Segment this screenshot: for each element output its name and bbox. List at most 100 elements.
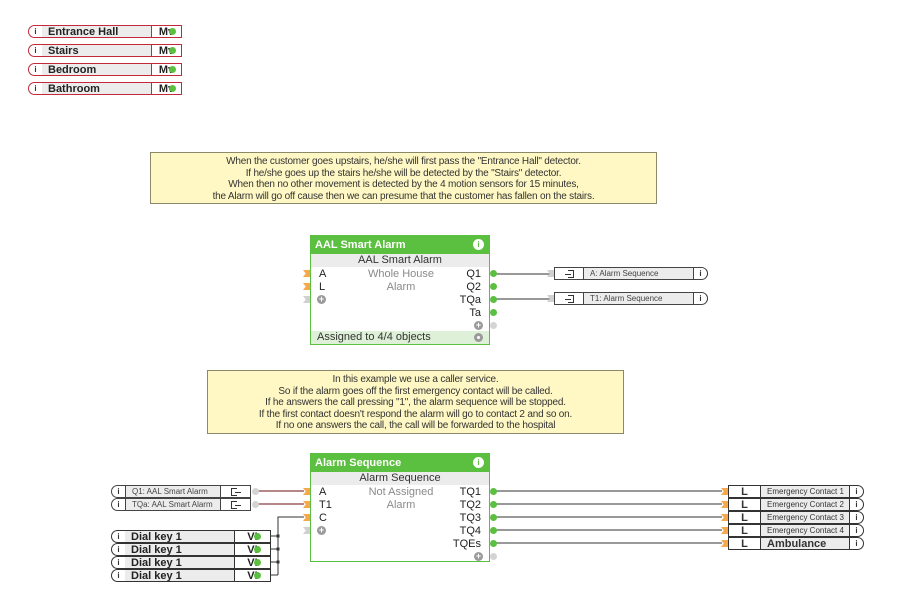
input-port-c[interactable] [303, 514, 310, 521]
input-port[interactable] [721, 501, 728, 508]
output-port-empty[interactable] [490, 553, 497, 560]
output-port[interactable] [254, 533, 261, 540]
block-header[interactable]: Alarm Sequence i [311, 454, 489, 472]
input-port-a[interactable] [303, 270, 310, 277]
contact-unit: L [728, 537, 760, 550]
input-port-empty[interactable] [303, 296, 310, 303]
dial-key-unit: VI [235, 543, 271, 556]
info-icon[interactable]: i [111, 556, 125, 569]
motion-input-entrance-hall[interactable]: i Entrance Hall Mv [28, 25, 182, 38]
output-port-tq2[interactable] [490, 501, 497, 508]
function-block-alarm-sequence[interactable]: Alarm Sequence i Alarm Sequence A T1 C +… [310, 453, 490, 562]
info-icon[interactable]: i [850, 524, 864, 537]
ref-input-port[interactable] [547, 295, 554, 302]
output-label-tq3: TQ3 [459, 512, 481, 524]
input-port[interactable] [721, 488, 728, 495]
output-port-ta[interactable] [490, 309, 497, 316]
info-icon[interactable]: i [694, 292, 708, 305]
info-icon[interactable]: i [850, 485, 864, 498]
ref-input-port[interactable] [547, 270, 554, 277]
add-output-icon[interactable]: + [474, 551, 483, 561]
output-port-q1[interactable] [490, 270, 497, 277]
add-input-icon[interactable]: + [317, 525, 326, 535]
contact-label: Ambulance [760, 537, 850, 550]
output-port-tq4[interactable] [490, 527, 497, 534]
output-port[interactable] [252, 488, 259, 495]
dial-key-input[interactable]: i Dial key 1 VI [111, 556, 271, 569]
info-icon[interactable]: i [473, 239, 484, 250]
output-emergency-contact-1[interactable]: L Emergency Contact 1 i [728, 485, 864, 498]
input-port-a[interactable] [303, 488, 310, 495]
ref-tqa-aal-smart-alarm[interactable]: i TQa: AAL Smart Alarm [111, 498, 251, 511]
dial-key-unit: VI [235, 556, 271, 569]
output-port[interactable] [169, 47, 176, 54]
output-port-tqes[interactable] [490, 540, 497, 547]
info-icon[interactable]: i [850, 498, 864, 511]
info-icon[interactable]: i [111, 543, 125, 556]
output-port[interactable] [252, 501, 259, 508]
info-icon[interactable]: i [28, 25, 42, 38]
info-icon[interactable]: i [111, 569, 125, 582]
info-icon[interactable]: i [111, 485, 125, 498]
motion-input-bathroom[interactable]: i Bathroom Mv [28, 82, 182, 95]
info-icon[interactable]: i [28, 82, 42, 95]
output-port[interactable] [254, 546, 261, 553]
info-icon[interactable]: i [111, 498, 125, 511]
output-port[interactable] [169, 66, 176, 73]
info-icon[interactable]: i [28, 44, 42, 57]
ref-label: A: Alarm Sequence [584, 267, 694, 280]
output-emergency-contact-3[interactable]: L Emergency Contact 3 i [728, 511, 864, 524]
comment-line: the Alarm will go off cause then we can … [212, 190, 595, 202]
comment-line: When then no other movement is detected … [228, 179, 579, 190]
input-port-l[interactable] [303, 283, 310, 290]
ref-a-alarm-sequence[interactable]: A: Alarm Sequence i [554, 267, 708, 280]
ref-t1-alarm-sequence[interactable]: T1: Alarm Sequence i [554, 292, 708, 305]
output-port[interactable] [169, 85, 176, 92]
output-port-q2[interactable] [490, 283, 497, 290]
output-port-tq3[interactable] [490, 514, 497, 521]
input-port[interactable] [721, 527, 728, 534]
info-icon[interactable]: i [850, 537, 864, 550]
ref-label: Q1: AAL Smart Alarm [125, 485, 221, 498]
info-icon[interactable]: i [850, 511, 864, 524]
output-port-empty[interactable] [490, 322, 497, 329]
output-port[interactable] [254, 559, 261, 566]
block-location: Not Assigned [368, 486, 434, 498]
input-port[interactable] [721, 514, 728, 521]
block-header[interactable]: AAL Smart Alarm i [311, 236, 489, 254]
motion-input-label: Bedroom [42, 63, 152, 76]
output-emergency-contact-4[interactable]: L Emergency Contact 4 i [728, 524, 864, 537]
contact-label: Emergency Contact 4 [760, 524, 850, 537]
input-port-t1[interactable] [303, 501, 310, 508]
add-input-icon[interactable]: + [317, 294, 326, 304]
info-icon[interactable]: i [111, 530, 125, 543]
output-port-tq1[interactable] [490, 488, 497, 495]
output-port[interactable] [169, 28, 176, 35]
input-port-empty[interactable] [303, 527, 310, 534]
ref-q1-aal-smart-alarm[interactable]: i Q1: AAL Smart Alarm [111, 485, 251, 498]
output-emergency-contact-2[interactable]: L Emergency Contact 2 i [728, 498, 864, 511]
input-port[interactable] [721, 540, 728, 547]
contact-unit: L [728, 511, 760, 524]
info-icon[interactable]: i [694, 267, 708, 280]
output-port[interactable] [254, 572, 261, 579]
motion-input-bedroom[interactable]: i Bedroom Mv [28, 63, 182, 76]
comment-box-caller-service[interactable]: In this example we use a caller service.… [207, 370, 624, 434]
settings-icon[interactable] [474, 333, 483, 342]
motion-input-stairs[interactable]: i Stairs Mv [28, 44, 182, 57]
comment-box-stairs-scenario[interactable]: When the customer goes upstairs, he/she … [150, 152, 657, 204]
add-output-icon[interactable]: + [474, 320, 483, 330]
output-ambulance[interactable]: L Ambulance i [728, 537, 864, 550]
dial-key-label: Dial key 1 [125, 530, 235, 543]
function-block-aal-smart-alarm[interactable]: AAL Smart Alarm i AAL Smart Alarm A L + … [310, 235, 490, 345]
dial-key-input[interactable]: i Dial key 1 VI [111, 530, 271, 543]
output-port-tqa[interactable] [490, 296, 497, 303]
output-label-q1: Q1 [466, 268, 481, 280]
comment-line: If he/she goes up the stairs he/she will… [245, 167, 562, 179]
output-label-tq2: TQ2 [459, 499, 481, 511]
info-icon[interactable]: i [28, 63, 42, 76]
ref-label: T1: Alarm Sequence [584, 292, 694, 305]
info-icon[interactable]: i [473, 457, 484, 468]
dial-key-input[interactable]: i Dial key 1 VI [111, 543, 271, 556]
dial-key-input[interactable]: i Dial key 1 VI [111, 569, 271, 582]
